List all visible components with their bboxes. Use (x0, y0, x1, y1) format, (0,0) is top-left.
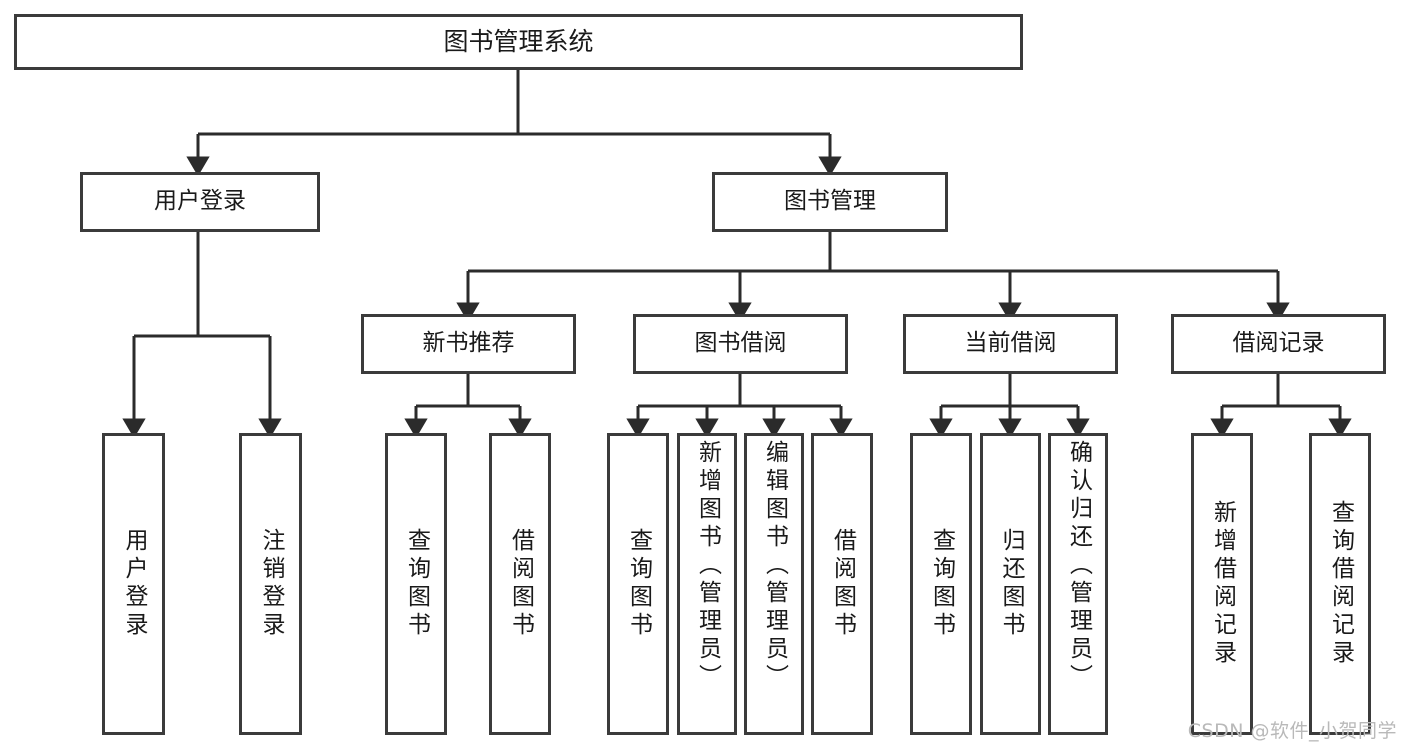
node-label: 新书推荐 (422, 330, 515, 357)
leaf-edit-book-admin[interactable]: 编辑图书（管理员） (744, 433, 804, 735)
node-label: 当前借阅 (964, 330, 1057, 357)
node-label: 用户登录 (121, 528, 147, 640)
node-root-system[interactable]: 图书管理系统 (14, 14, 1023, 70)
node-label: 归还图书 (998, 528, 1024, 640)
node-book-borrow[interactable]: 图书借阅 (633, 314, 848, 374)
node-user-login[interactable]: 用户登录 (80, 172, 320, 232)
leaf-query-book-recommend[interactable]: 查询图书 (385, 433, 447, 735)
node-label: 新增借阅记录 (1209, 500, 1236, 668)
leaf-add-book-admin[interactable]: 新增图书（管理员） (677, 433, 737, 735)
leaf-query-book-current[interactable]: 查询图书 (910, 433, 972, 735)
node-label: 查询图书 (625, 528, 652, 640)
leaf-borrow-book-recommend[interactable]: 借阅图书 (489, 433, 551, 735)
node-label: 借阅记录 (1232, 330, 1325, 357)
watermark-text: CSDN @软件_小贺同学 (1187, 720, 1397, 742)
node-new-book-recommend[interactable]: 新书推荐 (361, 314, 576, 374)
node-label: 新增图书（管理员） (694, 440, 721, 692)
node-label: 编辑图书（管理员） (761, 440, 788, 692)
node-label: 图书借阅 (694, 330, 787, 357)
leaf-return-book[interactable]: 归还图书 (980, 433, 1041, 735)
node-borrow-record[interactable]: 借阅记录 (1171, 314, 1386, 374)
node-label: 查询图书 (403, 528, 430, 640)
node-label: 注销登录 (258, 528, 284, 640)
leaf-add-borrow-record[interactable]: 新增借阅记录 (1191, 433, 1253, 735)
node-label: 图书管理系统 (443, 27, 594, 56)
leaf-borrow-book[interactable]: 借阅图书 (811, 433, 873, 735)
leaf-query-borrow-record[interactable]: 查询借阅记录 (1309, 433, 1371, 735)
leaf-query-book-borrow[interactable]: 查询图书 (607, 433, 669, 735)
leaf-confirm-return-admin[interactable]: 确认归还（管理员） (1048, 433, 1108, 735)
node-current-borrow[interactable]: 当前借阅 (903, 314, 1118, 374)
leaf-user-login[interactable]: 用户登录 (102, 433, 165, 735)
node-label: 查询借阅记录 (1327, 500, 1354, 668)
node-label: 确认归还（管理员） (1065, 440, 1092, 692)
leaf-logout[interactable]: 注销登录 (239, 433, 302, 735)
node-label: 图书管理 (784, 188, 876, 215)
node-label: 用户登录 (154, 188, 246, 215)
node-label: 借阅图书 (507, 528, 534, 640)
node-label: 查询图书 (928, 528, 955, 640)
node-label: 借阅图书 (829, 528, 856, 640)
node-book-management[interactable]: 图书管理 (712, 172, 948, 232)
